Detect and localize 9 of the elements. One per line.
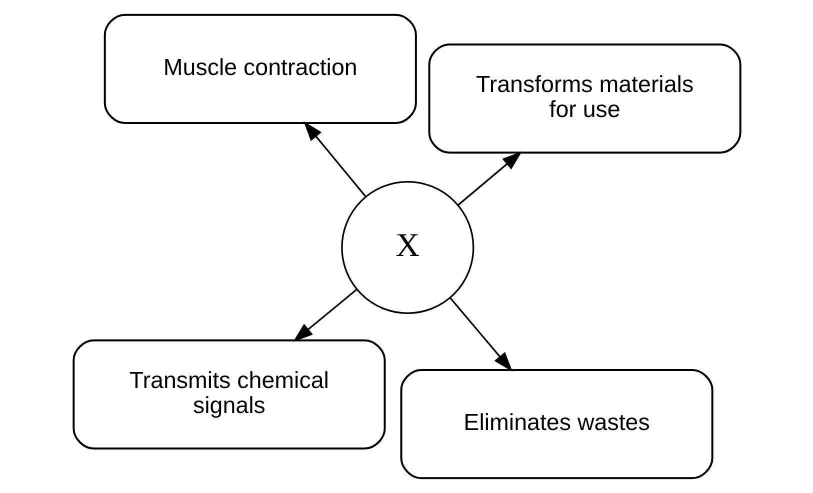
node-box: Eliminates wastes (400, 369, 713, 480)
arrow (449, 298, 512, 372)
arrow (457, 151, 522, 206)
arrow (303, 121, 366, 197)
node-circle: X (340, 180, 474, 314)
node-box: Transforms materials for use (428, 44, 741, 154)
node-box: Transmits chemical signals (72, 339, 386, 450)
node-box: Muscle contraction (103, 14, 416, 124)
arrow (292, 288, 357, 342)
